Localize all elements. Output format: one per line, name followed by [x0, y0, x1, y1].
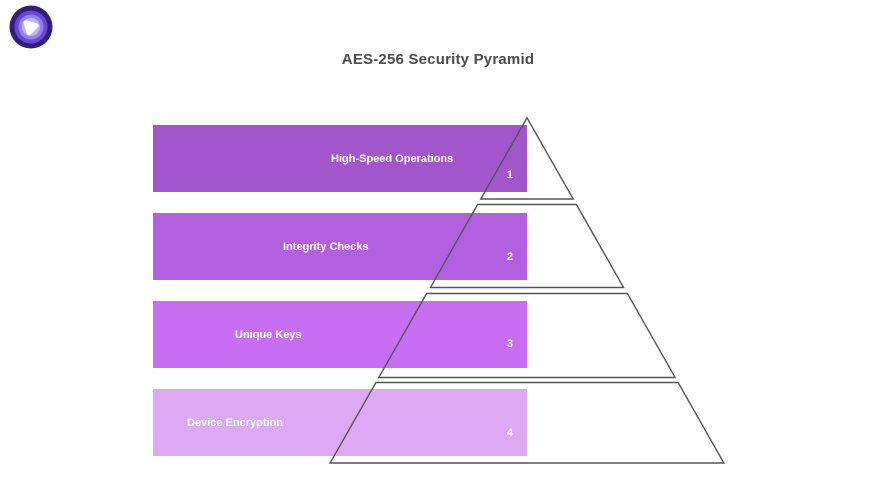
pyramid-level-bar-3: Unique Keys 3 [153, 301, 527, 368]
level-rank-3: 3 [506, 338, 513, 350]
brand-logo-icon [9, 5, 53, 49]
level-label-4: Device Encryption [187, 416, 283, 429]
level-label-1: High-Speed Operations [331, 152, 454, 165]
level-rank-4: 4 [506, 427, 513, 439]
pyramid-level-bar-2: Integrity Checks 2 [153, 213, 527, 280]
chart-title: AES-256 Security Pyramid [341, 51, 535, 68]
level-rank-1: 1 [506, 169, 513, 181]
pyramid-level-bar-4: Device Encryption 4 [153, 389, 527, 456]
pyramid-level-bar-1: High-Speed Operations 1 [153, 125, 527, 192]
level-label-2: Integrity Checks [283, 240, 369, 253]
level-label-3: Unique Keys [235, 328, 302, 341]
level-rank-2: 2 [506, 251, 513, 263]
